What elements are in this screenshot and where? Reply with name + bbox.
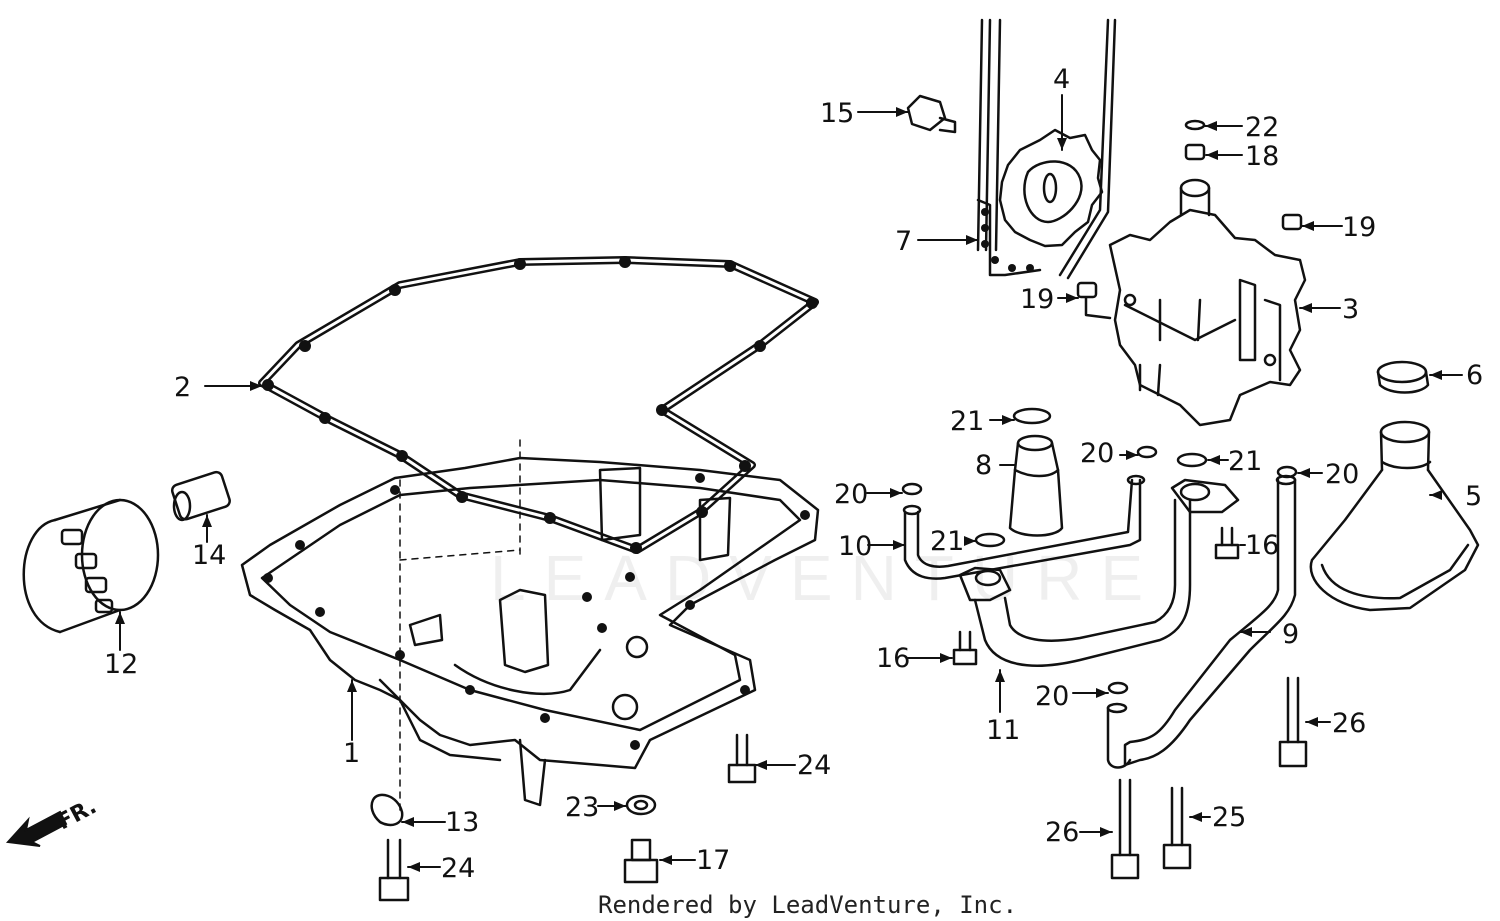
oil-pan-gasket xyxy=(258,256,819,554)
callout-17: 17 xyxy=(696,845,730,876)
direction-label: FR. xyxy=(53,794,101,835)
callout-23: 23 xyxy=(565,792,599,823)
callout-15: 15 xyxy=(820,98,854,129)
leader-lines xyxy=(119,94,1463,868)
callout-21-lower: 21 xyxy=(930,526,964,557)
callout-21-right: 21 xyxy=(1228,446,1262,477)
callout-11: 11 xyxy=(986,715,1020,746)
front-direction-arrow: FR. xyxy=(5,794,101,847)
callout-3: 3 xyxy=(1342,294,1359,325)
callout-10: 10 xyxy=(838,531,872,562)
filter-bolt xyxy=(170,470,231,522)
pump-chain-sprocket xyxy=(976,18,1117,280)
callout-14: 14 xyxy=(192,540,226,571)
callout-16-left: 16 xyxy=(876,643,910,674)
callout-26-upper: 26 xyxy=(1332,708,1366,739)
callout-20-middle: 20 xyxy=(1080,438,1114,469)
callout-20-lower: 20 xyxy=(1035,681,1069,712)
callout-4: 4 xyxy=(1053,64,1070,95)
oil-filter xyxy=(22,498,160,634)
callout-2: 2 xyxy=(174,372,191,403)
leader-arrowheads xyxy=(115,107,1442,872)
oil-pipes xyxy=(902,474,1297,769)
callout-5: 5 xyxy=(1465,481,1482,512)
callout-1: 1 xyxy=(343,738,360,769)
callout-19-lower: 19 xyxy=(1020,284,1054,315)
callout-12: 12 xyxy=(104,649,138,680)
callout-21-upper: 21 xyxy=(950,406,984,437)
callout-8: 8 xyxy=(975,450,992,481)
relief-valve xyxy=(1008,434,1064,537)
callout-20-left: 20 xyxy=(834,479,868,510)
callout-6: 6 xyxy=(1466,360,1483,391)
callout-7: 7 xyxy=(895,226,912,257)
callout-26-lower: 26 xyxy=(1045,817,1079,848)
oil-pan xyxy=(240,439,820,816)
oil-pump xyxy=(1108,178,1307,427)
callout-9: 9 xyxy=(1282,619,1299,650)
watermark: LEADVENTURE xyxy=(490,542,1161,614)
oil-pressure-switch xyxy=(906,94,957,134)
callout-25: 25 xyxy=(1212,802,1246,833)
callout-19-upper: 19 xyxy=(1342,212,1376,243)
callout-13: 13 xyxy=(445,807,479,838)
callout-16-right: 16 xyxy=(1245,530,1279,561)
callout-22: 22 xyxy=(1245,112,1279,143)
callout-18: 18 xyxy=(1245,141,1279,172)
bolts xyxy=(370,526,1308,902)
callout-labels: 2 1 3 4 5 6 7 8 9 10 11 12 13 14 15 16 1… xyxy=(104,64,1483,884)
callout-24-upper: 24 xyxy=(797,750,831,781)
small-fittings xyxy=(1076,119,1303,320)
credit-line: Rendered by LeadVenture, Inc. xyxy=(598,891,1017,919)
oil-strainer xyxy=(1309,360,1480,612)
callout-20-right: 20 xyxy=(1325,459,1359,490)
callout-24-lower: 24 xyxy=(441,853,475,884)
